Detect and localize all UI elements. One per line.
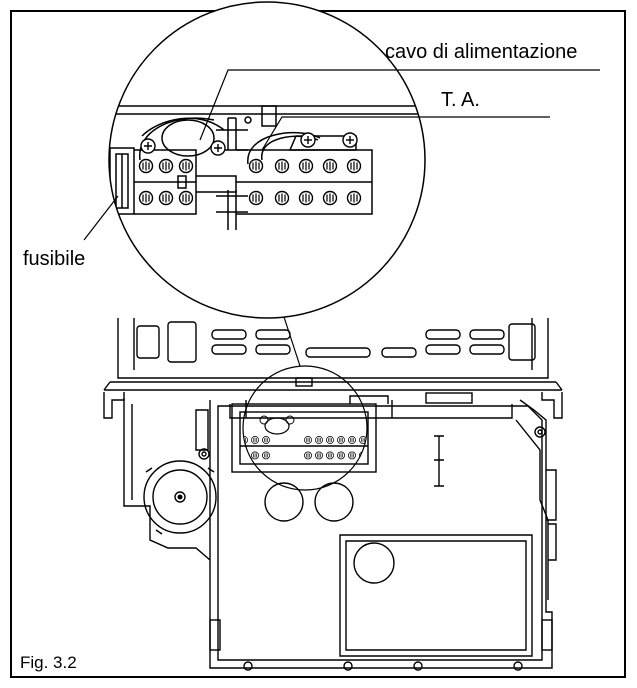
fuse-leader (83, 195, 119, 241)
fuse-label: fusibile (23, 248, 85, 270)
room-thermostat-label: T. A. (441, 89, 480, 111)
power-cable-leader (199, 69, 600, 141)
terminal-block-small (243, 415, 367, 460)
detail-circle-magnified (108, 1, 426, 319)
boiler-assembly (103, 318, 563, 671)
detail-circle-small (242, 365, 368, 491)
figure-caption: Fig. 3.2 (20, 653, 77, 672)
label-leaders (83, 69, 600, 241)
power-cable-label: cavo di alimentazione (385, 41, 577, 63)
magnified-detail (109, 105, 425, 230)
detail-leader-line (283, 316, 301, 367)
room-thermostat-leader (261, 116, 550, 151)
